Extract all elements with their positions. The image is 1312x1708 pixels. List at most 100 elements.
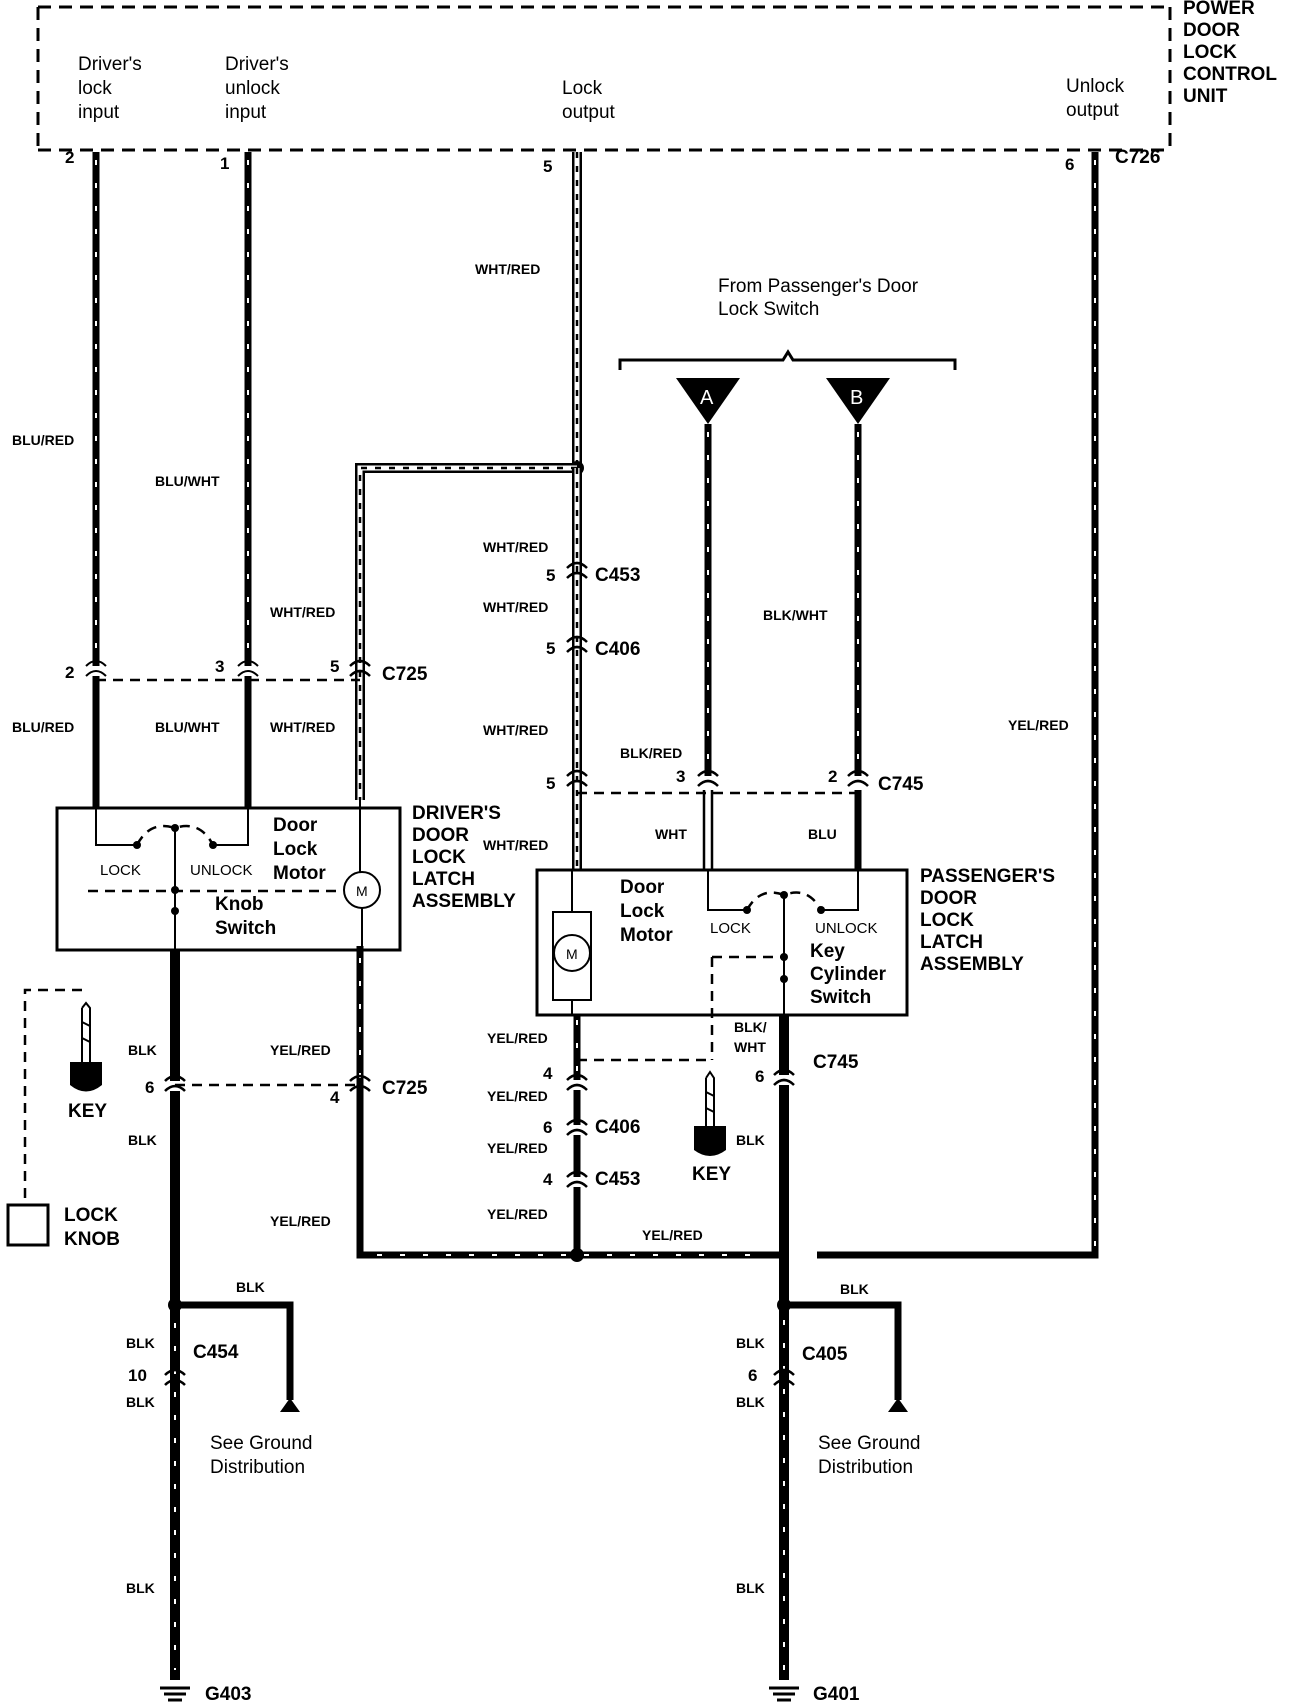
driver-switch-2: Switch xyxy=(215,918,276,939)
control-unit-title-3: LOCK xyxy=(1183,42,1237,63)
wire-label-wht-red-5: WHT/RED xyxy=(483,599,548,615)
passenger-unlock-label: UNLOCK xyxy=(815,920,878,937)
driver-motor-2: Lock xyxy=(273,839,318,860)
ground-arrow-right xyxy=(888,1398,908,1412)
ground-note-right-2: Distribution xyxy=(818,1457,913,1478)
c406-pin-5: 5 xyxy=(546,639,555,658)
wire-label-blk-p5: BLK xyxy=(736,1580,765,1596)
driver-unlock-input-3: input xyxy=(225,102,267,123)
ground-g401: G401 xyxy=(813,1684,860,1705)
wire-label-blk-p2: BLK xyxy=(840,1281,869,1297)
control-unit-title-5: UNIT xyxy=(1183,86,1228,107)
passenger-title-4: LATCH xyxy=(920,932,983,953)
wire-wht-red-main: WHT/RED WHT/RED WHT/RED WHT/RED WHT/RED … xyxy=(270,152,584,870)
driver-title-2: DOOR xyxy=(412,825,469,846)
lock-output-2: output xyxy=(562,102,616,123)
connector-c745-bottom: C745 xyxy=(813,1052,859,1073)
connector-c725-top: C725 xyxy=(382,664,428,685)
ground-note-left-2: Distribution xyxy=(210,1457,305,1478)
wire-label-blk-red: BLK/RED xyxy=(620,745,682,761)
wire-label-yel-red-drv-1: YEL/RED xyxy=(270,1042,331,1058)
wire-label-blk-3: BLK xyxy=(236,1279,265,1295)
wire-label-wht-red-4: WHT/RED xyxy=(483,539,548,555)
wire-label-yel-red-drv-2: YEL/RED xyxy=(270,1213,331,1229)
unlock-output-1: Unlock xyxy=(1066,76,1125,97)
driver-motor-3: Motor xyxy=(273,863,326,884)
c454-pin-10: 10 xyxy=(128,1366,147,1385)
control-unit-title-4: CONTROL xyxy=(1183,64,1277,85)
connector-c453-top: C453 xyxy=(595,565,640,586)
wire-label-wht-red-2: WHT/RED xyxy=(270,604,335,620)
cu-pin-1: 1 xyxy=(220,154,229,173)
passenger-key-icon xyxy=(694,1126,726,1156)
c725-pin-4: 4 xyxy=(330,1088,340,1107)
c405-pin-6: 6 xyxy=(748,1366,757,1385)
connector-c406-top: C406 xyxy=(595,639,640,660)
driver-title-5: ASSEMBLY xyxy=(412,891,516,912)
c725-pin-6: 6 xyxy=(145,1078,154,1097)
passenger-assembly: M LOCK UNLOCK Door Lock Motor Key Cylind… xyxy=(535,866,1055,1060)
wire-label-blu-wht-2: BLU/WHT xyxy=(155,719,220,735)
connector-c405: C405 xyxy=(802,1344,848,1365)
ground-arrow-left xyxy=(280,1398,300,1412)
c745-pin-6: 6 xyxy=(755,1067,764,1086)
ground-note-left-1: See Ground xyxy=(210,1433,312,1454)
cu-pin-5: 5 xyxy=(543,157,552,176)
wire-label-yel-red-p1: YEL/RED xyxy=(487,1030,548,1046)
driver-title-3: LOCK xyxy=(412,847,466,868)
passenger-switch-2: Cylinder xyxy=(810,964,887,985)
passenger-title-5: ASSEMBLY xyxy=(920,954,1024,975)
passenger-title-3: LOCK xyxy=(920,910,974,931)
passenger-motor-1: Door xyxy=(620,877,665,898)
terminal-b: B xyxy=(850,387,863,409)
passenger-switch: From Passenger's Door Lock Switch A B xyxy=(618,276,957,424)
connector-c454: C454 xyxy=(193,1342,239,1363)
driver-motor-1: Door xyxy=(273,815,318,836)
driver-unlock-input-1: Driver's xyxy=(225,54,289,75)
c745-pin-2: 2 xyxy=(828,767,837,786)
wire-blk-wht: BLK/WHT 2 C745 BLU xyxy=(763,424,924,870)
passenger-lock-label: LOCK xyxy=(710,920,751,937)
passenger-title-2: DOOR xyxy=(920,888,977,909)
passenger-key-label: KEY xyxy=(692,1164,731,1185)
control-unit: POWER DOOR LOCK CONTROL UNIT Driver's lo… xyxy=(36,0,1277,176)
wire-label-blk-1: BLK xyxy=(128,1042,157,1058)
passenger-switch-3: Switch xyxy=(810,987,871,1008)
connectors-wht-red: 5 C725 5 C453 5 C406 5 xyxy=(330,561,640,793)
wire-label-yel-red-bottom: YEL/RED xyxy=(642,1227,703,1243)
driver-unlock-input-2: unlock xyxy=(225,78,280,99)
wire-blk-red: BLK/RED 3 WHT xyxy=(620,424,719,870)
driver-lock-input-2: lock xyxy=(78,78,112,99)
driver-unlock-label: UNLOCK xyxy=(190,862,253,879)
ground-g403: G403 xyxy=(205,1684,251,1705)
wire-label-blk-6: BLK xyxy=(126,1580,155,1596)
c745-pin-3: 3 xyxy=(676,767,685,786)
cu-pin-2: 2 xyxy=(65,148,74,167)
connector-c726: C726 xyxy=(1115,147,1160,168)
driver-lower: BLK 6 BLK YEL/RED 4 C725 YEL/RED KEY LOC… xyxy=(6,950,428,1705)
wire-label-blk-5: BLK xyxy=(126,1394,155,1410)
wire-label-yel-red-right: YEL/RED xyxy=(1008,717,1069,733)
driver-motor-symbol: M xyxy=(356,883,368,899)
wire-label-blk-p1: BLK xyxy=(736,1132,765,1148)
driver-key-label: KEY xyxy=(68,1101,107,1122)
wire-label-wht-red-3: WHT/RED xyxy=(270,719,335,735)
driver-title-4: LATCH xyxy=(412,869,475,890)
wire-label-blu-red-2: BLU/RED xyxy=(12,719,74,735)
lock-knob-2: KNOB xyxy=(64,1229,120,1250)
passenger-switch-label-2: Lock Switch xyxy=(718,299,819,320)
passenger-switch-1: Key xyxy=(810,941,845,962)
ground-note-right-1: See Ground xyxy=(818,1433,920,1454)
c725-pin-3: 3 xyxy=(215,657,224,676)
c453-pin-4-top: 4 xyxy=(543,1064,553,1083)
wire-label-blu-wht-1: BLU/WHT xyxy=(155,473,220,489)
passenger-lower: YEL/RED 4 YEL/RED 6 C406 YEL/RED 4 C453 … xyxy=(487,1015,920,1705)
wire-label-blk-wht-split-1: BLK/ xyxy=(734,1019,767,1035)
passenger-motor-3: Motor xyxy=(620,925,673,946)
wire-label-wht: WHT xyxy=(655,826,687,842)
terminal-b-flag xyxy=(826,378,890,424)
driver-key-icon xyxy=(70,1062,102,1092)
wire-label-yel-red-p2: YEL/RED xyxy=(487,1088,548,1104)
lock-output-1: Lock xyxy=(562,78,603,99)
